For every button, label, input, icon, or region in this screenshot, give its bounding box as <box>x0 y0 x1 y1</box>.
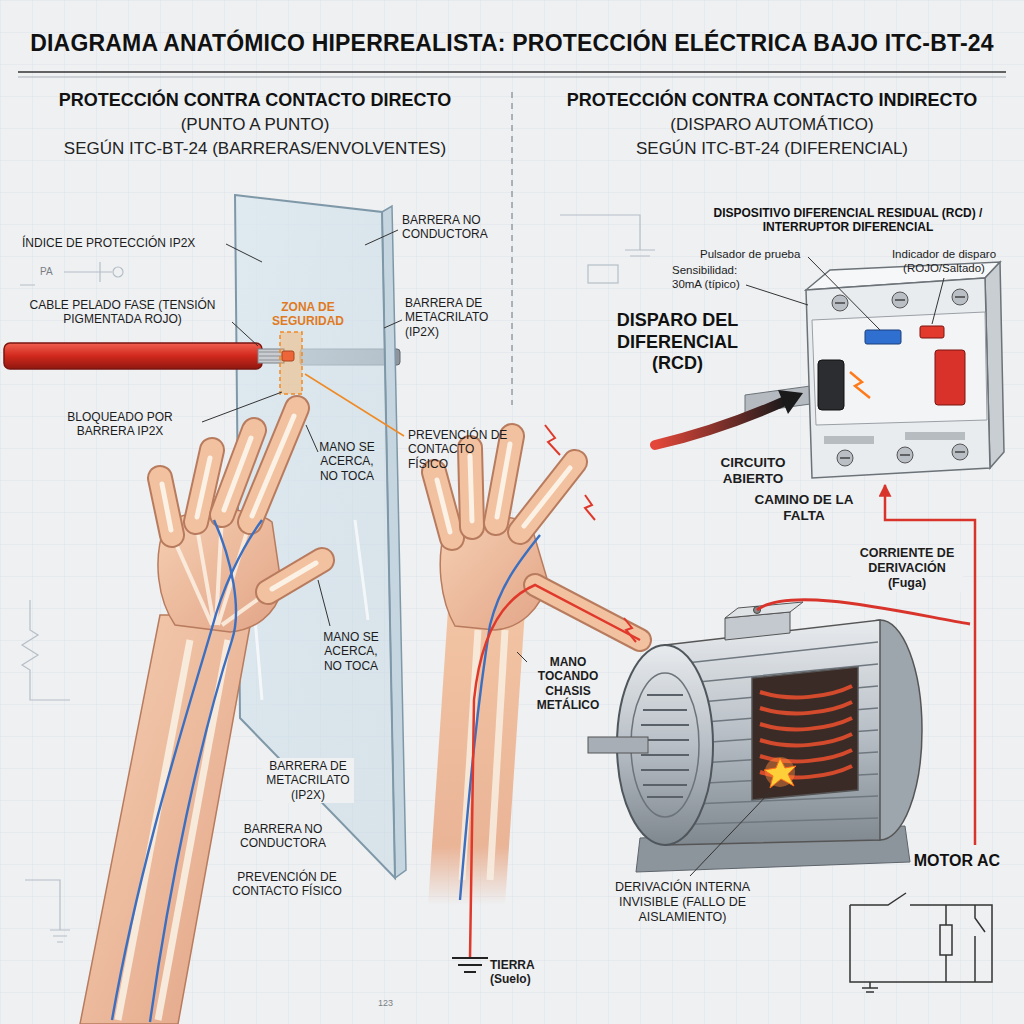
rating-plate <box>824 436 874 444</box>
callout-label: BARRERA NO CONDUCTORA <box>402 213 508 242</box>
sheet-mark: PA <box>40 266 70 278</box>
callout-label: Pulsador de prueba <box>700 248 808 262</box>
shock-spark <box>585 495 595 520</box>
phalanx-bones <box>437 444 570 532</box>
edge-label: CORRIENTE DE DERIVACIÓN (Fuga) <box>851 545 963 592</box>
resistor-symbol <box>940 925 952 955</box>
leader-line <box>232 322 258 346</box>
panel-heading: PROTECCIÓN CONTRA CONTACTO INDIRECTO <box>530 90 1014 112</box>
fault-glow <box>765 757 795 787</box>
doodle-resistor <box>22 600 70 700</box>
vein <box>150 520 236 1022</box>
leader-line <box>517 652 527 662</box>
trip-label: DISPARO DEL DIFERENCIAL (RCD) <box>590 310 765 375</box>
leader-line <box>365 230 398 245</box>
leader-line <box>808 257 880 330</box>
leader-line <box>226 244 262 262</box>
panel-subheading: SEGÚN ITC-BT-24 (DIFERENCIAL) <box>530 139 1014 159</box>
fault-current-connector <box>885 485 975 845</box>
screw-slot <box>835 297 965 458</box>
leader-line <box>305 374 404 436</box>
test-button <box>865 330 901 344</box>
leader-line <box>932 278 944 324</box>
doodle-ground <box>25 880 70 942</box>
leader-line <box>384 320 402 328</box>
trip-arrowhead <box>778 390 803 414</box>
body-current-path <box>470 585 640 958</box>
callout-label: TIERRA (Suelo) <box>490 958 560 987</box>
toggle-switch <box>935 350 965 405</box>
shock-spark <box>545 425 560 455</box>
right-forearm <box>428 610 525 905</box>
callout-label: CABLE PELADO FASE (TENSIÓN PIGMENTADA RO… <box>15 298 230 327</box>
tripped-lever <box>818 360 844 410</box>
left-forearm <box>80 615 252 1024</box>
panel-subheading: (PUNTO A PUNTO) <box>20 115 490 135</box>
node-text: DISPOSITIVO DIFERENCIAL RESIDUAL (RCD) /… <box>692 206 1004 235</box>
callout-label: BARRERA DE METACRILATO (IP2X) <box>262 758 354 803</box>
rcd-housing <box>806 278 990 478</box>
callout-label: Indicador de disparo (ROJO/Saltado) <box>880 248 1008 276</box>
edge-group <box>885 485 975 845</box>
callout-label: MANO SE ACERCA, NO TOCA <box>312 440 382 483</box>
leader-line <box>202 392 282 422</box>
phase-cable <box>4 343 262 369</box>
vein <box>112 520 262 1020</box>
panel-subheading: (DISPARO AUTOMÁTICO) <box>530 115 1014 135</box>
callout-label: PREVENCIÓN DE CONTACTO FÍSICO <box>222 870 352 899</box>
leader-line <box>746 285 808 305</box>
doodle-circuit <box>560 215 655 256</box>
rcd-front-panel <box>812 312 987 425</box>
rating-plate <box>905 432 965 440</box>
callout-label: Sensibilidad: 30mA (típico) <box>672 264 762 292</box>
panel-divider <box>511 92 512 405</box>
doodle-circuit <box>113 267 123 277</box>
rcd-device: DISPOSITIVO DIFERENCIAL RESIDUAL (RCD) /… <box>688 204 1008 485</box>
title-rule <box>18 77 1006 78</box>
motor-schematic <box>850 893 992 992</box>
callout-label: CAMINO DE LA FALTA <box>752 492 856 524</box>
callout-label: MANO TOCANDO CHASIS METÁLICO <box>528 655 608 713</box>
doodle-circuit <box>20 262 112 285</box>
phalanx-bones <box>162 416 316 589</box>
safety-zone <box>280 332 302 394</box>
doodle-box <box>588 265 618 283</box>
leader-line <box>690 792 770 876</box>
insulation-fault-spark <box>764 758 796 788</box>
callout-label: PREVENCIÓN DE CONTACTO FÍSICO <box>408 428 508 471</box>
motor-schematic-box: MOTOR AC <box>830 845 1010 995</box>
node-text: MOTOR AC <box>840 851 1000 870</box>
leader-line <box>306 425 318 452</box>
contact-spark <box>624 618 636 642</box>
fault-wire <box>757 600 970 624</box>
diagram-title: DIAGRAMA ANATÓMICO HIPERREALISTA: PROTEC… <box>12 30 1012 58</box>
forearm-bone <box>490 630 505 880</box>
motor-shaft <box>588 737 648 753</box>
forearm-bone <box>158 640 228 1020</box>
zone-label: ZONA DE SEGURIDAD <box>262 300 354 329</box>
callout-label: BARRERA DE METACRILATO (IP2X) <box>405 296 505 339</box>
callout-label: CIRCUITO ABIERTO <box>705 455 801 487</box>
panel-subheading: SEGÚN ITC-BT-24 (BARRERAS/ENVOLVENTES) <box>20 139 490 159</box>
trip-spark <box>850 372 870 398</box>
ground-symbol <box>452 958 488 972</box>
title-rule <box>18 71 1006 73</box>
callout-label: DERIVACIÓN INTERNA INVISIBLE (FALLO DE A… <box>585 880 780 925</box>
trip-arrow <box>655 401 785 445</box>
left-fingers <box>160 408 322 592</box>
callout-label: BARRERA NO CONDUCTORA <box>222 822 344 851</box>
sheet-mark: 123 <box>378 998 418 1009</box>
trip-indicator <box>920 326 944 338</box>
callout-label: BLOQUEADO POR BARRERA IP2X <box>40 410 200 439</box>
panel-heading: PROTECCIÓN CONTRA CONTACTO DIRECTO <box>20 90 490 112</box>
callout-label: MANO SE ACERCA, NO TOCA <box>315 630 387 673</box>
callout-label: ÍNDICE DE PROTECCIÓN IP2X <box>22 236 227 250</box>
cutaway-window <box>752 667 858 800</box>
leader-line <box>318 580 330 626</box>
